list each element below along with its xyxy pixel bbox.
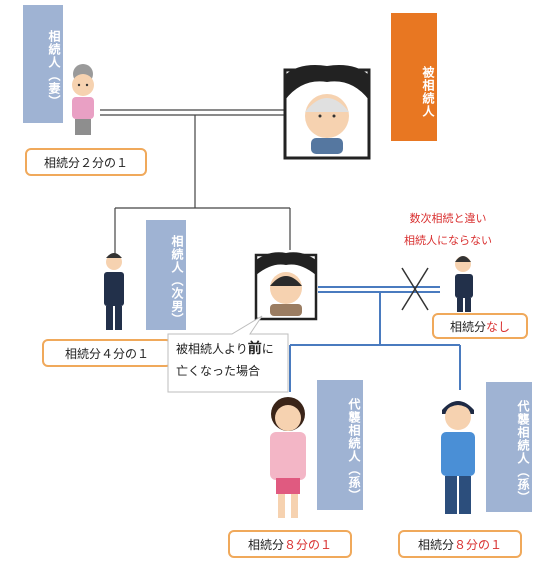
share-value: ８分の１ xyxy=(284,537,333,552)
callout-part1: 被相続人より xyxy=(176,342,248,356)
callout-line-2: 亡くなった場合 xyxy=(176,364,261,378)
share-prefix: 相続分 xyxy=(247,537,284,552)
callout-bold: 前 xyxy=(247,341,262,357)
share-none-value: なし xyxy=(486,319,511,334)
not-heir-share-box: 相続分なし xyxy=(432,313,528,339)
callout-text: 被相続人より前に 亡くなった場合 xyxy=(176,338,274,382)
callout-part2: に xyxy=(261,342,274,356)
second-son-label: 相続人（次男） xyxy=(146,220,186,330)
spouse-label: 相続人（妻） xyxy=(23,5,63,123)
grandchild-daughter-label: 代襲相続人（孫） xyxy=(317,380,363,510)
callout-line-1: 被相続人より前に xyxy=(176,338,274,360)
second-son-share-box: 相続分４分の１ xyxy=(42,339,172,367)
note-line-1: 数次相続と違い xyxy=(409,212,487,225)
deceased-label: 被相続人 xyxy=(391,13,437,141)
not-heir-note: 数次相続と違い 相続人にならない xyxy=(392,208,504,252)
share-prefix: 相続分 xyxy=(449,319,486,334)
spouse-share-box: 相続分２分の１ xyxy=(25,148,147,176)
share-prefix: 相続分 xyxy=(417,537,454,552)
note-line-2: 相続人にならない xyxy=(404,234,492,247)
share-value: ８分の１ xyxy=(454,537,503,552)
grandchild-son-label: 代襲相続人（孫） xyxy=(486,382,532,512)
